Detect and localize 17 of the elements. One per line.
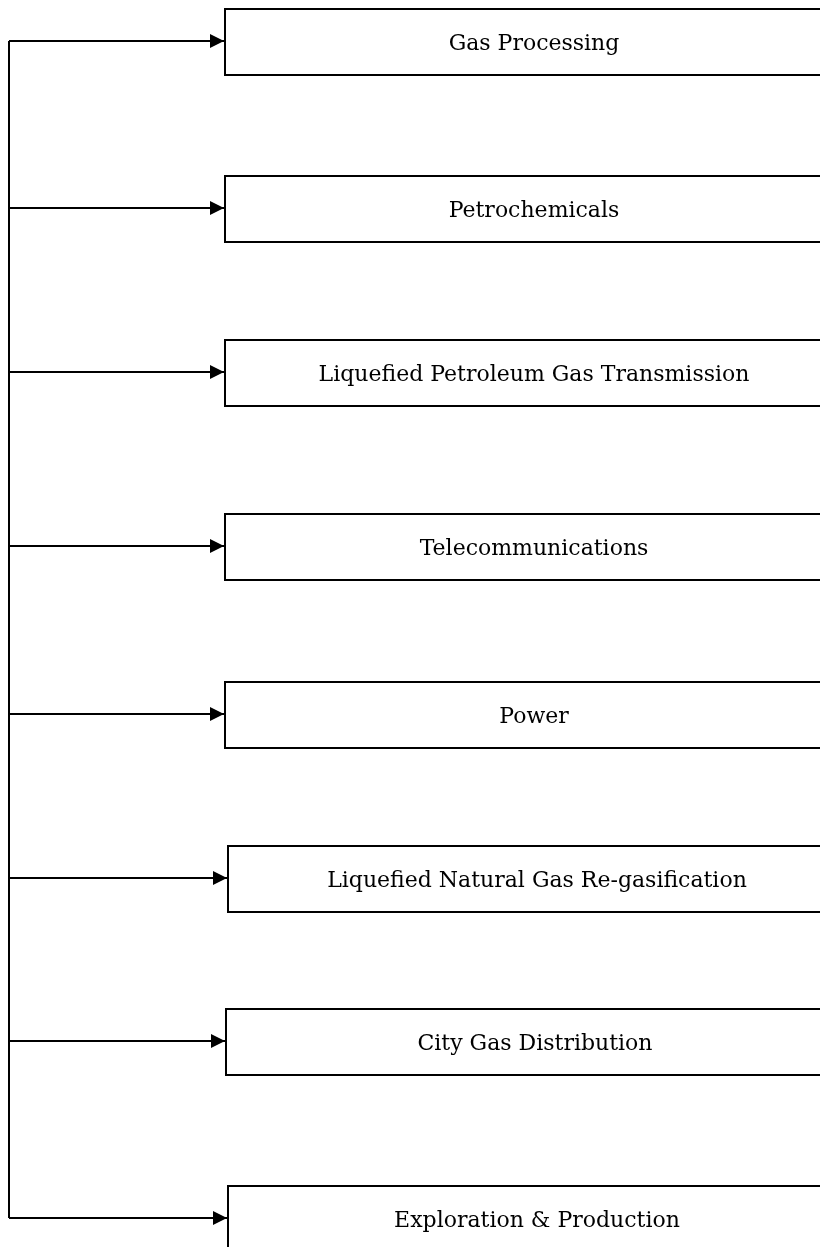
process-box: Telecommunications: [224, 513, 820, 581]
process-box: Gas Processing: [224, 8, 820, 76]
arrow: [8, 707, 225, 721]
arrow: [8, 1034, 226, 1048]
process-box: Petrochemicals: [224, 175, 820, 243]
process-box: Exploration & Production: [227, 1185, 820, 1247]
arrow: [8, 201, 225, 215]
arrow: [8, 34, 225, 48]
arrow: [8, 365, 225, 379]
arrow: [8, 1211, 228, 1225]
process-box: Liquefied Natural Gas Re-gasification: [227, 845, 820, 913]
process-box: City Gas Distribution: [225, 1008, 820, 1076]
process-box: Liquefied Petroleum Gas Transmission: [224, 339, 820, 407]
process-box: Power: [224, 681, 820, 749]
arrow: [8, 539, 225, 553]
connector-line: [8, 40, 10, 1219]
arrow: [8, 871, 228, 885]
